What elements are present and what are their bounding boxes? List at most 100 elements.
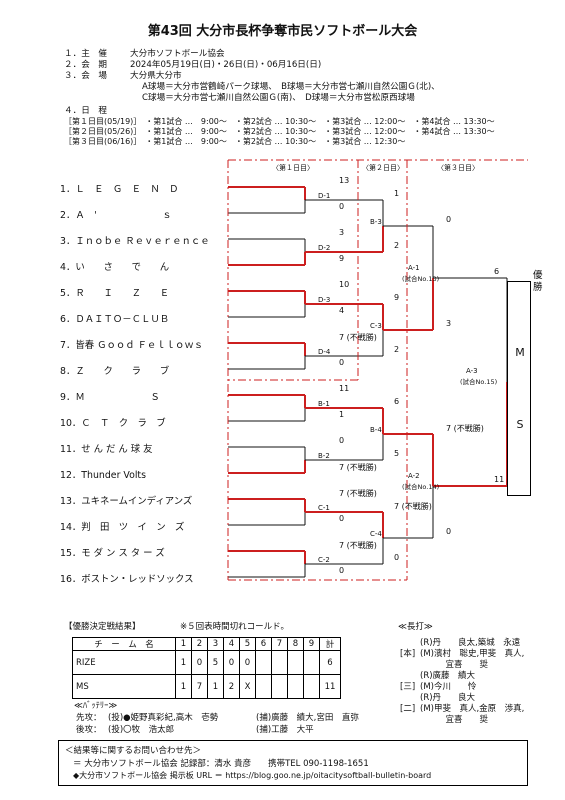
first-pitcher: (投)●姫野真彩紀,高木 壱勢 <box>108 713 219 723</box>
score-cell <box>287 650 304 675</box>
score-cell: 2 <box>223 674 240 699</box>
hits-title: ≪長打≫ <box>398 622 433 632</box>
second-label: 後攻： <box>76 725 102 735</box>
inning-header: 3 <box>207 637 224 651</box>
result-title: 【優勝決定戦結果】 <box>64 622 141 632</box>
score-cell <box>271 650 288 675</box>
team-name: 5．Ｒ Ｉ Ｚ Ｅ <box>60 288 170 299</box>
contact-line-1: ＝ 大分市ソフトボール協会 記録部：清水 貴彦 携帯TEL 090-1198-1… <box>73 759 369 769</box>
r1-match-label: C-1 <box>318 504 330 512</box>
champion-letter: M <box>515 346 525 359</box>
score-cell: 1 <box>175 650 192 675</box>
team-name: 7．皆春 Ｇｏｏｄ Ｆｅｌｌｏｗｓ <box>60 340 204 351</box>
r2-score-top: 9 <box>394 293 400 302</box>
r1-score-top: 13 <box>339 176 350 185</box>
score-cell: 1 <box>207 674 224 699</box>
champion-letter: S <box>516 418 524 431</box>
score-cell <box>303 650 320 675</box>
r2-score-bottom: 5 <box>394 449 400 458</box>
sf-match-number: (試合No.14) <box>402 483 440 491</box>
team-name: 14．判 田 ツ イ ン ズ <box>60 522 185 533</box>
sf-match-number: (試合No.13) <box>402 275 440 283</box>
score-cell: 0 <box>191 650 208 675</box>
score-cell: X <box>239 674 256 699</box>
r1-score-top: 7 (不戦勝) <box>339 541 377 550</box>
round-head-day-2: 〈第２日目〉 <box>362 164 404 172</box>
r1-score-top: 7 (不戦勝) <box>339 489 377 498</box>
r2-match-label: B-4 <box>370 426 382 434</box>
hit-type-tag: [二] <box>400 704 416 714</box>
r2-match-label: B-3 <box>370 218 382 226</box>
hit-type-tag: [本] <box>400 649 416 659</box>
r1-score-bottom: 0 <box>339 202 345 211</box>
r2-score-bottom: 2 <box>394 345 400 354</box>
result-note: ※５回表時間切れコールド。 <box>180 622 289 632</box>
team-name: 11．せ ん だ ん 球 友 <box>60 444 153 455</box>
score-total: 11 <box>319 674 341 699</box>
score-cell <box>255 674 272 699</box>
score-cell: 0 <box>239 650 256 675</box>
r1-score-bottom: 1 <box>339 410 345 419</box>
hit-line: (M)濱村 聡史,甲斐 真人, <box>420 649 525 659</box>
hit-line: 宜喜 奨 <box>420 660 489 670</box>
team-name: 10．Ｃ Ｔ ク ラ ブ <box>60 418 166 429</box>
inning-header: 2 <box>191 637 208 651</box>
r1-match-label: B-2 <box>318 452 330 460</box>
score-header-team: チ ー ム 名 <box>72 637 176 651</box>
score-cell: 5 <box>207 650 224 675</box>
inning-header: 4 <box>223 637 240 651</box>
schedule-day-1: ［第１日目(05/19)］ ・第1試合 … 9:00～ ・第2試合 … 10:3… <box>64 117 495 126</box>
hit-line: (M)今川 怜 <box>420 682 477 692</box>
r2-score-bottom: 0 <box>394 553 400 562</box>
period-label: ２．会 期 <box>64 60 107 70</box>
final-match-label: A-3 <box>466 367 478 375</box>
r1-score-top: 0 <box>339 436 345 445</box>
r1-score-bottom: 0 <box>339 514 345 523</box>
r1-score-bottom: 4 <box>339 306 345 315</box>
r1-score-bottom: 7 (不戦勝) <box>339 463 377 472</box>
team-name: 12．Thunder Volts <box>60 470 146 481</box>
r1-match-label: D-3 <box>318 296 331 304</box>
hit-line: (M)甲斐 真人,金原 渉真, <box>420 704 525 714</box>
host-label: １．主 催 <box>64 49 107 59</box>
contact-line-2: ◆大分市ソフトボール協会 掲示板 URL ＝ https://blog.goo.… <box>73 771 432 780</box>
score-cell <box>287 674 304 699</box>
r2-score-top: 6 <box>394 397 400 406</box>
venue-line-2: C球場＝大分市営七瀬川自然公園Ｇ(南)、 D球場＝大分市営松原西球場 <box>142 93 415 103</box>
final-score-bottom: 11 <box>494 475 505 484</box>
final-score-top: 6 <box>494 267 500 276</box>
score-team: MS <box>72 674 176 699</box>
victory-label: 優勝 <box>533 270 543 293</box>
contact-box: ＜結果等に関するお問い合わせ先＞ ＝ 大分市ソフトボール協会 記録部：清水 貴彦… <box>58 740 528 786</box>
team-name: 16．ボストン・レッドソックス <box>60 574 194 585</box>
tournament-bracket <box>227 159 528 581</box>
team-name: 15．モ ダ ン ス タ ー ズ <box>60 548 165 559</box>
sf-match-label: A-2 <box>408 472 420 480</box>
r2-match-label: C-4 <box>370 530 382 538</box>
score-cell: 7 <box>191 674 208 699</box>
team-name: 2．Ａ ' ｓ <box>60 210 172 221</box>
r1-score-bottom: 0 <box>339 358 345 367</box>
team-name: 3．Ｉｎｏｂｅ Ｒｅｖｅｒｅｎｃｅ <box>60 236 210 247</box>
score-cell: 0 <box>223 650 240 675</box>
score-total: 6 <box>319 650 341 675</box>
venue-line-1: A球場＝大分市営鶴崎パーク球場、 B球場＝大分市営七瀬川自然公園Ｇ(北)、 <box>142 82 440 92</box>
battery-label: ≪ﾊﾞｯﾃﾘｰ≫ <box>74 701 118 711</box>
page-title: 第43回 大分市長杯争奪市民ソフトボール大会 <box>147 24 418 39</box>
score-cell: 1 <box>175 674 192 699</box>
r2-score-top: 7 (不戦勝) <box>394 502 432 511</box>
team-name: 9．Ｍ Ｓ <box>60 392 160 403</box>
r1-score-bottom: 0 <box>339 566 345 575</box>
r1-score-top: 3 <box>339 228 345 237</box>
team-name: 4．い さ で ん <box>60 262 170 273</box>
r2-match-label: C-3 <box>370 322 382 330</box>
host-value: 大分市ソフトボール協会 <box>130 49 225 59</box>
sf-score-bottom: 0 <box>446 527 452 536</box>
team-name: 13．ユキネームインディアンズ <box>60 496 193 507</box>
hit-line: (R)丹 良大 <box>420 693 476 703</box>
score-cell <box>255 650 272 675</box>
inning-header: 6 <box>255 637 272 651</box>
second-pitcher: (投)〇牧 浩太郎 <box>108 725 175 735</box>
score-team: RIZE <box>72 650 176 675</box>
team-name: 6．ＤＡＩＴＯ－ＣＬＵＢ <box>60 314 170 325</box>
